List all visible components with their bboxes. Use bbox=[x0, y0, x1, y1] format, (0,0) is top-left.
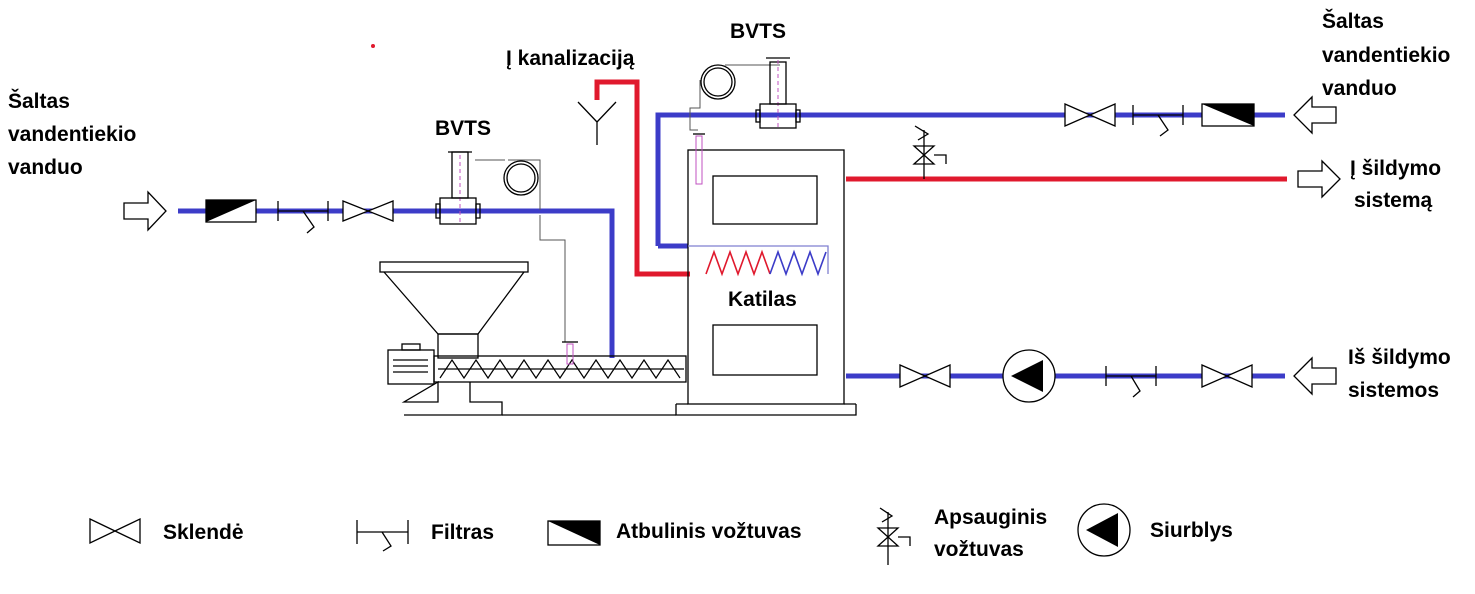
filter-left bbox=[277, 201, 329, 234]
from-heating-label: Iš šildymo sistemos bbox=[1348, 346, 1451, 402]
pump-icon bbox=[1077, 503, 1131, 557]
drain-label: Į kanalizaciją bbox=[506, 47, 635, 70]
legend-check-valve: Atbulinis vožtuvas bbox=[547, 520, 802, 546]
svg-text:Šaltas: Šaltas bbox=[1322, 9, 1384, 33]
boiler-label: Katilas bbox=[728, 288, 797, 311]
legend-valve-label: Sklendė bbox=[163, 521, 244, 544]
legend-safety-valve-label-1: Apsauginis bbox=[934, 506, 1047, 529]
legend: Sklendė Filtras Atbulinis vožtuvas bbox=[89, 503, 1233, 565]
pump-main bbox=[1002, 349, 1056, 403]
check-valve-left bbox=[205, 199, 257, 223]
filter-return bbox=[1105, 366, 1157, 398]
safety-valve-main bbox=[912, 125, 947, 179]
legend-check-valve-label: Atbulinis vožtuvas bbox=[616, 520, 802, 543]
svg-text:vanduo: vanduo bbox=[1322, 77, 1397, 100]
gate-valve-return-1 bbox=[899, 364, 951, 388]
legend-filter: Filtras bbox=[356, 520, 494, 552]
svg-text:vandentiekio: vandentiekio bbox=[1322, 44, 1450, 67]
legend-filter-label: Filtras bbox=[431, 521, 494, 544]
gate-valve-top bbox=[1064, 103, 1116, 127]
flow-arrow-icon bbox=[1293, 356, 1337, 396]
gate-valve-icon bbox=[89, 517, 141, 545]
to-heating-label: Į šildymo sistemą bbox=[1350, 157, 1441, 212]
check-valve-top bbox=[1201, 103, 1255, 127]
svg-text:sistemą: sistemą bbox=[1354, 189, 1433, 212]
svg-text:vandentiekio: vandentiekio bbox=[8, 123, 136, 146]
svg-text:Šaltas: Šaltas bbox=[8, 89, 70, 113]
bvts-left-label: BVTS bbox=[435, 117, 491, 140]
drain-funnel: Į kanalizaciją bbox=[506, 47, 635, 145]
flow-arrow-icon bbox=[1293, 95, 1337, 135]
control-wires bbox=[475, 64, 780, 342]
cold-water-left-label: Šaltas vandentiekio vanduo bbox=[8, 89, 136, 179]
gate-valve-return-2 bbox=[1201, 364, 1253, 388]
bvts-top: BVTS bbox=[700, 20, 801, 129]
flow-arrow-icon bbox=[123, 190, 167, 232]
svg-text:vanduo: vanduo bbox=[8, 156, 83, 179]
safety-valve-icon bbox=[876, 507, 911, 565]
stray-dot bbox=[371, 44, 375, 48]
boiler: Katilas bbox=[675, 133, 857, 416]
legend-safety-valve-label-2: vožtuvas bbox=[934, 538, 1024, 561]
filter-top bbox=[1132, 105, 1184, 137]
pipe-drain-hot bbox=[594, 79, 690, 277]
bvts-top-label: BVTS bbox=[730, 20, 786, 43]
fuel-hopper bbox=[379, 261, 687, 416]
svg-text:Iš šildymo: Iš šildymo bbox=[1348, 346, 1451, 369]
legend-pump-label: Siurblys bbox=[1150, 519, 1233, 542]
check-valve-icon bbox=[547, 520, 601, 546]
gate-valve-left bbox=[342, 200, 394, 222]
legend-valve: Sklendė bbox=[89, 517, 244, 545]
bvts-left: BVTS bbox=[435, 117, 539, 225]
cold-water-right-label: Šaltas vandentiekio vanduo bbox=[1322, 9, 1450, 100]
svg-text:Į šildymo: Į šildymo bbox=[1350, 157, 1441, 180]
svg-text:sistemos: sistemos bbox=[1348, 379, 1439, 402]
legend-safety-valve: Apsauginis vožtuvas bbox=[876, 506, 1047, 565]
legend-pump: Siurblys bbox=[1077, 503, 1233, 557]
filter-icon bbox=[356, 520, 409, 552]
flow-arrow-icon bbox=[1297, 159, 1341, 199]
